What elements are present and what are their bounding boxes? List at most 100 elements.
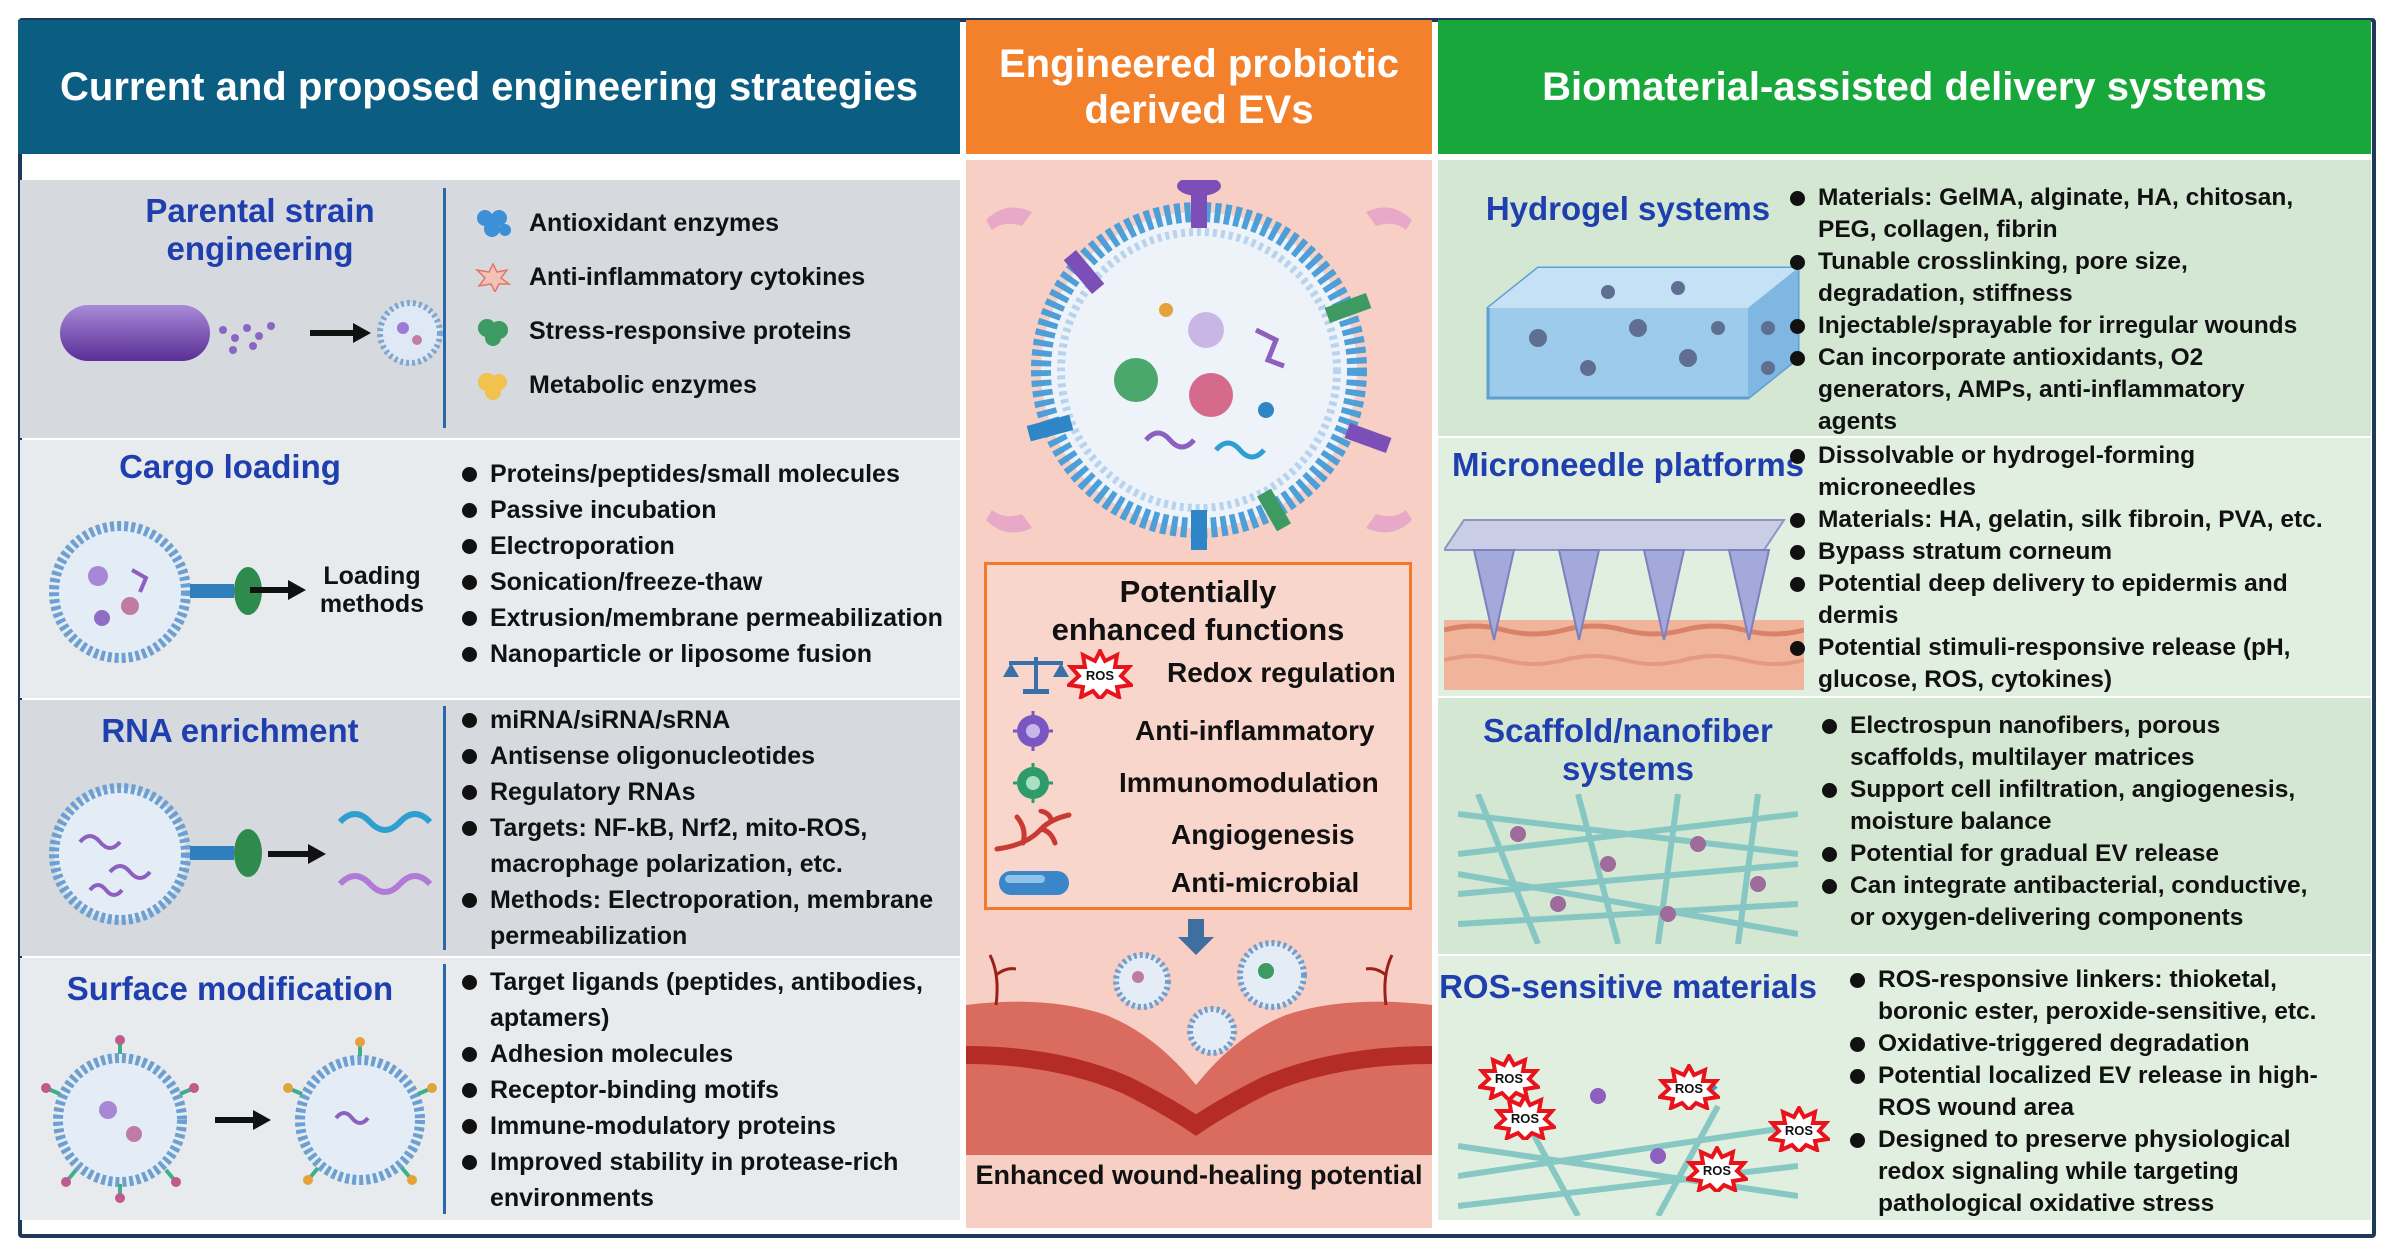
enhanced-functions-box: Potentially enhanced functions ROS Redox… xyxy=(984,562,1412,910)
list-item: Support cell infiltration, angiogenesis, xyxy=(1820,774,2307,806)
surface-title: Surface modification xyxy=(66,970,394,1007)
list-item: Dissolvable or hydrogel-forming xyxy=(1788,440,2323,472)
rna-strand-icon xyxy=(337,873,433,895)
ev-icon xyxy=(377,300,443,366)
list-item: Sonication/freeze-thaw xyxy=(460,564,943,600)
list-item: Potential deep delivery to epidermis and xyxy=(1788,568,2323,600)
list-item: aptamers) xyxy=(490,1004,610,1032)
list-item: scaffolds, multilayer matrices xyxy=(1850,744,2195,771)
svg-text:ROS: ROS xyxy=(1495,1071,1524,1086)
list-item: Proteins/peptides/small molecules xyxy=(460,456,943,492)
surface-modified-ev-illustration xyxy=(41,1035,437,1203)
list-item: moisture balance xyxy=(1850,808,2052,835)
header-mid-line1: Engineered probiotic xyxy=(998,42,1400,86)
rna-title: RNA enrichment xyxy=(101,712,359,749)
header-delivery-systems: Biomaterial-assisted delivery systems xyxy=(1438,20,2371,154)
svg-text:ROS: ROS xyxy=(1703,1163,1732,1178)
list-item: miRNA/siRNA/sRNA xyxy=(460,702,933,738)
ev-membrane-icon xyxy=(49,521,191,663)
scaffold-list: Electrospun nanofibers, porous scaffolds… xyxy=(1820,710,2307,934)
list-item: pathological oxidative stress xyxy=(1878,1190,2215,1217)
list-item: ROS-responsive linkers: thioketal, xyxy=(1848,964,2318,996)
cargo-title: Cargo loading xyxy=(119,448,341,485)
header-right-text: Biomaterial-assisted delivery systems xyxy=(1542,64,2267,109)
ros-badge-icon: ROS xyxy=(1655,1061,1723,1113)
list-item: Potential localized EV release in high- xyxy=(1848,1060,2318,1092)
rna-ev-illustration xyxy=(49,783,433,925)
protein-icon xyxy=(1114,358,1158,402)
nanofiber-scaffold-illustration xyxy=(1458,794,1798,944)
macrophage-icon xyxy=(1013,763,1053,803)
list-item: macrophage polarization, etc. xyxy=(490,850,843,878)
surface-list: Target ligands (peptides, antibodies, ap… xyxy=(460,964,923,1216)
legend-metabolic-enzymes: Metabolic enzymes xyxy=(475,370,757,400)
list-item: Can integrate antibacterial, conductive, xyxy=(1820,870,2307,902)
enhanced-functions-title: Potentially enhanced functions xyxy=(1051,574,1345,647)
antioxidant-enzyme-icon xyxy=(477,210,511,237)
ros-badge-icon: ROS xyxy=(1765,1103,1833,1155)
engineered-ev-illustration xyxy=(986,180,1412,550)
list-item: Methods: Electroporation, membrane xyxy=(460,882,933,918)
stress-protein-icon xyxy=(478,319,508,346)
header-engineering-strategies: Current and proposed engineering strateg… xyxy=(18,20,960,154)
list-item: Adhesion molecules xyxy=(460,1036,923,1072)
blood-vessel-icon xyxy=(994,809,1072,852)
rna-list: miRNA/siRNA/sRNA Antisense oligonucleoti… xyxy=(460,702,933,954)
header-mid-line2: derived EVs xyxy=(1084,88,1314,132)
list-item: Oxidative-triggered degradation xyxy=(1848,1028,2318,1060)
cytokine-icon xyxy=(475,262,511,292)
panel-cargo-loading: Cargo loading Loading methods Proteins/p… xyxy=(20,440,960,698)
ros-badge-icon: ROS xyxy=(1683,1143,1751,1195)
scaffold-title: Scaffold/nanofiber systems xyxy=(1483,712,1773,787)
panel-microneedle-platforms: Microneedle platforms Dissolvable or hyd… xyxy=(1438,438,2371,696)
loading-methods-label: Loading methods xyxy=(319,562,425,618)
svg-text:ROS: ROS xyxy=(1511,1111,1540,1126)
arrow-down-icon xyxy=(1178,937,1214,955)
list-item: microneedles xyxy=(1818,474,1976,501)
hydrogel-illustration xyxy=(1486,266,1800,400)
list-item: Materials: HA, gelatin, silk fibroin, PV… xyxy=(1788,504,2323,536)
arrow-right-icon xyxy=(308,844,326,864)
rna-strand-icon xyxy=(337,811,433,833)
ev-membrane-icon xyxy=(1031,202,1367,538)
list-item: Tunable crosslinking, pore size, xyxy=(1788,246,2297,278)
bacterium-icon xyxy=(60,305,210,361)
microneedle-illustration xyxy=(1444,519,1804,690)
legend-stress-responsive-proteins: Stress-responsive proteins xyxy=(475,316,851,346)
list-item: Electroporation xyxy=(460,528,943,564)
list-item: boronic ester, peroxide-sensitive, etc. xyxy=(1878,998,2317,1025)
microneedle-title: Microneedle platforms xyxy=(1451,446,1805,483)
list-item: agents xyxy=(1818,408,1897,435)
svg-text:ROS: ROS xyxy=(1086,668,1115,683)
panel-surface-modification: Surface modification Target ligands (pep… xyxy=(20,958,960,1220)
list-item: Injectable/sprayable for irregular wound… xyxy=(1788,310,2297,342)
list-item: Extrusion/membrane permeabilization xyxy=(460,600,943,636)
list-item: permeabilization xyxy=(490,922,688,950)
ros-title: ROS-sensitive materials xyxy=(1439,968,1817,1005)
microneedle-list: Dissolvable or hydrogel-forming micronee… xyxy=(1788,440,2323,696)
ros-badge-icon: ROS xyxy=(1491,1091,1559,1143)
svg-text:ROS: ROS xyxy=(1675,1081,1704,1096)
list-item: ROS wound area xyxy=(1878,1094,2075,1121)
bacterium-icon xyxy=(999,871,1069,895)
wound-healing-illustration xyxy=(966,919,1432,1155)
list-item: Immune-modulatory proteins xyxy=(460,1108,923,1144)
arrow-right-icon xyxy=(250,580,306,600)
list-item: or oxygen-delivering components xyxy=(1850,904,2244,931)
cargo-list: Proteins/peptides/small molecules Passiv… xyxy=(460,456,943,672)
ev-loading-illustration xyxy=(49,521,262,663)
list-item: Antisense oligonucleotides xyxy=(460,738,933,774)
wound-tissue-icon xyxy=(966,1001,1432,1155)
list-item: Target ligands (peptides, antibodies, xyxy=(460,964,923,1000)
panel-hydrogel-systems: Hydrogel systems Materials: GelMA, algin… xyxy=(1438,160,2371,436)
legend-antioxidant-enzymes: Antioxidant enzymes xyxy=(475,208,779,238)
hydrogel-list: Materials: GelMA, alginate, HA, chitosan… xyxy=(1788,182,2297,438)
legend-anti-inflammatory-cytokines: Anti-inflammatory cytokines xyxy=(475,262,865,292)
panel-scaffold-nanofiber: Scaffold/nanofiber systems Electrospun n… xyxy=(1438,698,2371,954)
bacterium-to-ev-illustration xyxy=(60,300,443,366)
panel-ros-sensitive-materials: ROS-sensitive materials ROS-responsive l… xyxy=(1438,956,2371,1220)
arrow-right-icon xyxy=(353,323,371,343)
metabolic-enzyme-icon xyxy=(478,373,507,400)
parental-title: Parental strain engineering xyxy=(145,192,375,267)
list-item: environments xyxy=(490,1184,654,1212)
